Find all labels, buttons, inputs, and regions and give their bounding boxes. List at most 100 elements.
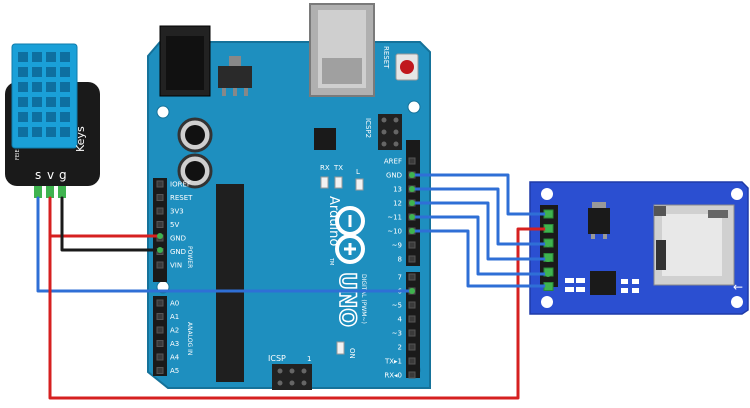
- icsp-header: [272, 364, 312, 390]
- digital-bottom-pin: [408, 329, 416, 337]
- l-led: [355, 178, 364, 191]
- sensor-code-label: FEIE: [15, 149, 21, 160]
- analog-pin: [156, 313, 164, 320]
- digital-top-pin: [408, 241, 416, 249]
- module-arrow-icon: ←: [733, 280, 743, 294]
- power-pin-label: GND: [170, 248, 186, 256]
- digital-bottom-header-strip: [406, 272, 420, 378]
- grille-slot: [46, 97, 56, 107]
- digital-top-pin-label: ~10: [387, 228, 402, 236]
- icsp2-label: ICSP2: [364, 118, 372, 138]
- sensor-brand-label: Keys: [74, 126, 87, 152]
- rx-label: RX: [320, 164, 330, 172]
- icsp-label: ICSP: [268, 354, 286, 363]
- analog-header-strip: [153, 296, 167, 376]
- wire-gnd-to-module-gnd: [410, 173, 550, 216]
- sd-card-slot: [653, 204, 735, 286]
- wire-sensor-signal-to-d7: [36, 196, 414, 293]
- grille-slot: [32, 67, 42, 77]
- sd-card-module: ←: [529, 181, 749, 315]
- uno-label: UNO: [334, 272, 359, 327]
- grille-slot: [18, 67, 28, 77]
- usb-connector: [309, 3, 375, 97]
- module-mount-hole: [541, 296, 553, 308]
- module-mount-hole: [731, 296, 743, 308]
- arduino-logo: [335, 206, 365, 264]
- sensor-grille: [18, 52, 70, 137]
- icsp-pin1-label: 1: [307, 355, 311, 363]
- capacitor: [177, 153, 213, 189]
- power-pin-label: RESET: [170, 194, 193, 202]
- on-led: [336, 341, 345, 355]
- wire-5v-to-module-vcc: [48, 227, 550, 400]
- power-pin: [156, 180, 164, 188]
- grille-slot: [60, 67, 70, 77]
- digital-bottom-pin: [408, 301, 416, 309]
- wire-endpoints: [157, 172, 551, 294]
- grille-slot: [18, 127, 28, 137]
- grille-slot: [46, 127, 56, 137]
- power-pin-label: GND: [170, 235, 186, 243]
- analog-pin: [156, 353, 164, 361]
- reset-button[interactable]: [395, 53, 419, 81]
- l-label: L: [356, 168, 360, 176]
- wire-sensor-gnd-to-gnd: [60, 196, 162, 252]
- analog-pin-label: A2: [170, 327, 179, 335]
- digital-bottom-pin-label: RX◂0: [384, 372, 402, 380]
- digital-header-label: DIGITAL (PWM~): [360, 274, 367, 324]
- digital-bottom-pin-label: 2: [398, 344, 402, 352]
- model-label: Arduino: [326, 196, 341, 246]
- power-pin-label: 3V3: [170, 208, 184, 216]
- digital-top-pin-label: 13: [393, 186, 402, 194]
- power-jack: [159, 25, 211, 97]
- analog-pin-label: A5: [170, 367, 179, 375]
- wire-d13-to-module-sck: [410, 187, 550, 246]
- module-chip: [590, 271, 616, 295]
- module-smd-parts: [565, 278, 639, 293]
- analog-header-label: ANALOG IN: [186, 322, 193, 355]
- mount-hole: [156, 105, 170, 119]
- grille-slot: [18, 82, 28, 92]
- power-pin-label: 5V: [170, 221, 179, 229]
- power-pin: [156, 194, 164, 201]
- wire-d12-to-module-miso: [410, 201, 550, 261]
- digital-top-pin-label: ~9: [392, 242, 402, 250]
- grille-slot: [18, 112, 28, 122]
- digital-bottom-pin-label: ~5: [392, 302, 402, 310]
- grille-slot: [32, 52, 42, 62]
- grille-slot: [18, 97, 28, 107]
- digital-top-pin-label: GND: [386, 172, 402, 180]
- voltage-regulator: [218, 56, 252, 96]
- capacitor: [177, 117, 213, 153]
- module-mount-hole: [731, 188, 743, 200]
- analog-pin-label: A0: [170, 300, 179, 308]
- grille-slot: [60, 127, 70, 137]
- grille-slot: [60, 52, 70, 62]
- digital-bottom-pin: [408, 343, 416, 351]
- wire-d10-to-module-cs: [410, 229, 550, 288]
- analog-pin-label: A4: [170, 354, 180, 362]
- sensor-pin-label-g: g: [59, 168, 67, 182]
- digital-top-pin: [408, 255, 416, 263]
- tx-label: TX: [333, 164, 343, 172]
- icsp2-header: [378, 114, 402, 150]
- analog-pin: [156, 326, 164, 334]
- power-pin: [156, 207, 164, 215]
- analog-pin: [156, 340, 164, 347]
- module-mount-hole: [541, 188, 553, 200]
- grille-slot: [46, 67, 56, 77]
- mount-hole: [407, 100, 421, 114]
- digital-top-pin-label: 8: [398, 256, 402, 264]
- digital-bottom-pin: [408, 371, 416, 379]
- power-header-strip: [153, 178, 167, 282]
- sensor-pins: [34, 186, 66, 198]
- analog-pin: [156, 367, 164, 374]
- dht-sensor: Keys FEIE s v g: [5, 43, 100, 198]
- grille-slot: [32, 112, 42, 122]
- on-label: ON: [348, 348, 356, 359]
- sensor-pin-labels: s v g: [35, 168, 67, 182]
- grille-slot: [46, 112, 56, 122]
